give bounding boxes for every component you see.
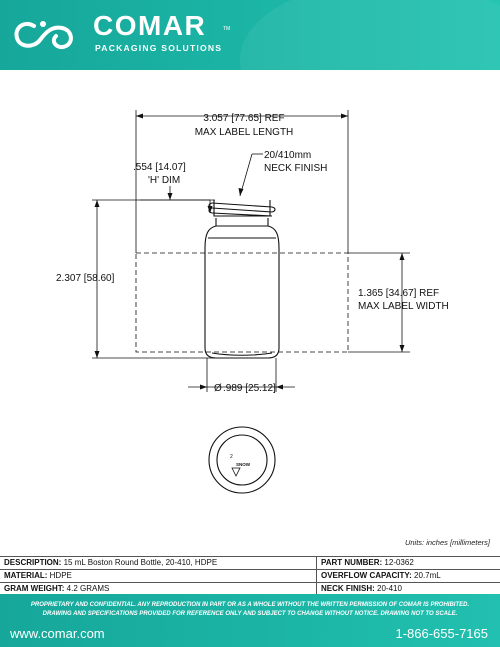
overflow-capacity-label: OVERFLOW CAPACITY:	[321, 571, 412, 580]
brand-trademark: TM	[223, 26, 231, 32]
comar-swirl-logo-icon	[14, 21, 73, 49]
disclaimer-line-2: DRAWING AND SPECIFICATIONS PROVIDED FOR …	[42, 611, 458, 617]
disclaimer-line-1: PROPRIETARY AND CONFIDENTIAL. ANY REPROD…	[30, 602, 470, 608]
material-label: MATERIAL:	[4, 571, 48, 580]
gram-weight-value: 4.2 GRAMS	[66, 584, 110, 593]
gram-weight-label: GRAM WEIGHT:	[4, 584, 65, 593]
material-cell: MATERIAL: HDPE	[0, 569, 317, 583]
bottle-base-view	[208, 426, 276, 494]
label-width-dimension: 1.365 [34.67] REF	[358, 288, 439, 299]
label-length-dimension: 3.057 [77.65] REF	[203, 113, 284, 124]
description-label: DESCRIPTION:	[4, 558, 62, 567]
part-number-cell: PART NUMBER: 12-0362	[316, 556, 500, 570]
label-width-caption: MAX LABEL WIDTH	[358, 301, 449, 312]
neck-finish-label: NECK FINISH:	[321, 584, 375, 593]
neck-finish-caption: NECK FINISH	[264, 163, 327, 174]
label-length-caption: MAX LABEL LENGTH	[195, 127, 294, 138]
units-note: Units: inches [millimeters]	[404, 538, 490, 547]
bottle-technical-drawing: 3.057 [77.65] REF MAX LABEL LENGTH 20/41…	[56, 110, 449, 494]
overall-height-dimension: 2.307 [58.60]	[56, 273, 115, 284]
brand-tagline: PACKAGING SOLUTIONS	[95, 43, 223, 53]
table-row: DESCRIPTION: 15 mL Boston Round Bottle, …	[0, 556, 500, 570]
description-value: 15 mL Boston Round Bottle, 20-410, HDPE	[63, 558, 218, 567]
description-cell: DESCRIPTION: 15 mL Boston Round Bottle, …	[0, 556, 317, 570]
overflow-capacity-cell: OVERFLOW CAPACITY: 20.7mL	[316, 569, 500, 583]
base-resin-code: 2	[230, 454, 233, 460]
part-number-value: 12-0362	[384, 558, 414, 567]
dimension-arrowheads	[94, 113, 405, 390]
material-value: HDPE	[49, 571, 72, 580]
specification-table: DESCRIPTION: 15 mL Boston Round Bottle, …	[0, 556, 500, 596]
h-dim-value: .554 [14.07]	[133, 162, 186, 173]
disclaimer: PROPRIETARY AND CONFIDENTIAL. ANY REPROD…	[8, 601, 492, 619]
base-marking: SNOW	[236, 462, 251, 467]
bottle-outline	[204, 200, 280, 359]
header-swoosh-decoration	[240, 0, 500, 70]
diameter-dimension: .989 [25.12]	[223, 383, 276, 394]
neck-finish-dimension: 20/410mm	[264, 150, 311, 161]
brand-name: COMAR	[93, 10, 207, 41]
diameter-symbol-icon: Ø	[214, 383, 222, 394]
header-banner: COMAR TM PACKAGING SOLUTIONS	[0, 0, 500, 70]
overflow-capacity-value: 20.7mL	[414, 571, 441, 580]
h-dim-caption: 'H' DIM	[148, 175, 180, 186]
website-link[interactable]: www.comar.com	[10, 626, 105, 641]
table-row: MATERIAL: HDPE OVERFLOW CAPACITY: 20.7mL	[0, 569, 500, 583]
part-number-label: PART NUMBER:	[321, 558, 383, 567]
footer-banner: PROPRIETARY AND CONFIDENTIAL. ANY REPROD…	[0, 594, 500, 647]
label-area-outline	[135, 252, 349, 353]
phone-number[interactable]: 1-866-655-7165	[395, 626, 488, 641]
neck-finish-value: 20-410	[377, 584, 402, 593]
